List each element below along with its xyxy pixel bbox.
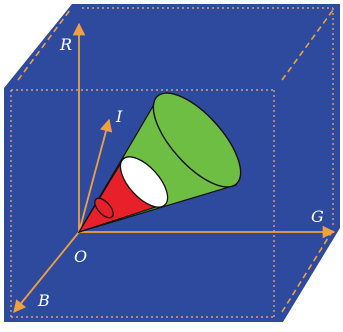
b-axis xyxy=(13,231,80,313)
cube-depth-edges xyxy=(17,9,334,313)
cone-cross-section xyxy=(119,156,169,208)
origin-label: O xyxy=(74,247,87,266)
i-axis-label: I xyxy=(115,107,123,126)
cone-inner-rim xyxy=(94,197,114,219)
i-axis xyxy=(78,118,113,233)
b-axis-label: B xyxy=(37,291,50,310)
cone-outer-rim xyxy=(152,92,242,188)
cube-back-edges xyxy=(10,7,334,318)
g-axis-label: G xyxy=(311,207,324,226)
r-axis-label: R xyxy=(59,35,72,54)
